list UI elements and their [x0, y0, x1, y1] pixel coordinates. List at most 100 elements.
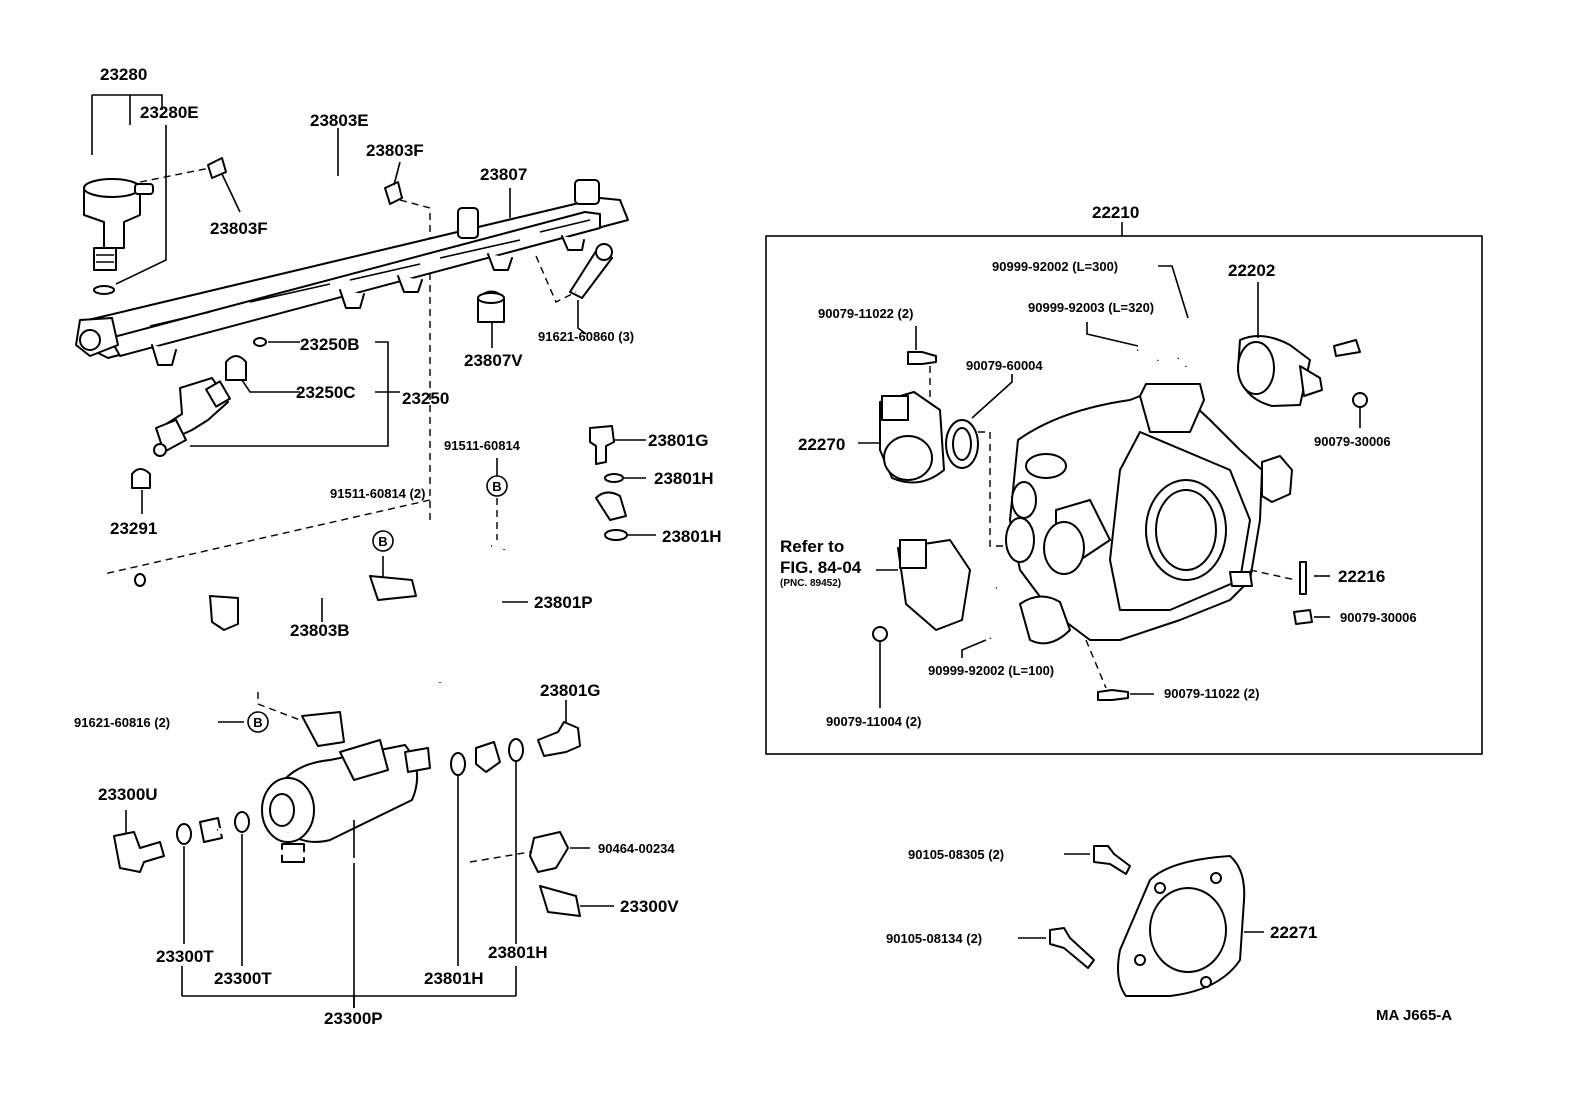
label-90079-60004: 90079-60004 — [966, 358, 1043, 373]
label-23291: 23291 — [110, 519, 157, 538]
hose-clip-23803f — [207, 157, 403, 205]
label-90999-92002-l300: 90999-92002 (L=300) — [992, 259, 1118, 274]
hoses-90999 — [1136, 335, 1195, 368]
label-refer-to: Refer to — [780, 537, 844, 556]
label-91621-60860: 91621-60860 (3) — [538, 329, 634, 344]
insulator-23807v — [477, 290, 505, 323]
union-bolt-23801g-bottom — [537, 721, 581, 757]
label-23801h-d: 23801H — [424, 969, 484, 988]
label-23803e: 23803E — [310, 111, 369, 130]
label-22216: 22216 — [1338, 567, 1385, 586]
label-refer-fig: FIG. 84-04 — [780, 558, 862, 577]
leader-dashed — [139, 167, 211, 183]
label-91621-60816: 91621-60816 (2) — [74, 715, 170, 730]
callout-b-2: B — [492, 479, 501, 494]
label-23250c: 23250C — [296, 383, 356, 402]
hose-90999-l100 — [977, 586, 998, 639]
leader — [241, 379, 300, 393]
pipe-23803b — [134, 573, 443, 683]
screw-90079-11004 — [872, 626, 888, 660]
leader — [971, 374, 1013, 419]
idle-valve-22202 — [1237, 335, 1323, 407]
label-91511-60814-a: 91511-60814 — [444, 438, 521, 453]
label-90079-11022-a: 90079-11022 (2) — [818, 306, 913, 321]
b-callouts — [247, 475, 508, 733]
label-23300t-a: 23300T — [156, 947, 214, 966]
label-23300u: 23300U — [98, 785, 158, 804]
leader — [961, 639, 987, 658]
label-90079-30006-a: 90079-30006 — [1314, 434, 1391, 449]
label-23300v: 23300V — [620, 897, 679, 916]
pressure-regulator — [83, 178, 154, 295]
screw — [1333, 339, 1361, 357]
bolt-91621-60860 — [569, 243, 613, 299]
label-90079-11022-b: 90079-11022 (2) — [1164, 686, 1259, 701]
gasket-23300t — [176, 823, 192, 845]
gasket-23801h — [604, 473, 624, 483]
label-23250b: 23250B — [300, 335, 360, 354]
label-23801g-b: 23801G — [540, 681, 601, 700]
label-91511-60814-b: 91511-60814 (2) — [330, 486, 425, 501]
label-23803f-a: 23803F — [366, 141, 424, 160]
gasket-23801h-c — [450, 752, 466, 776]
label-22270: 22270 — [798, 435, 845, 454]
leader-dashed — [535, 255, 577, 303]
bolt-90105-08305 — [1093, 845, 1131, 875]
label-23807: 23807 — [480, 165, 527, 184]
leader — [393, 161, 401, 186]
leader-dashed — [978, 431, 1010, 547]
union-bolt-23300u — [113, 831, 165, 873]
gasket-23300t-b — [234, 811, 250, 833]
box-22210 — [765, 235, 1483, 755]
label-23801p: 23801P — [534, 593, 593, 612]
label-90464-00234: 90464-00234 — [598, 841, 675, 856]
label-90105-08134: 90105-08134 (2) — [886, 931, 982, 946]
label-refer-pnc: (PNC. 89452) — [780, 578, 841, 589]
sensor-22270 — [879, 391, 945, 484]
screw-90079-11022 — [907, 351, 937, 365]
label-23280: 23280 — [100, 65, 147, 84]
stud-22216 — [1299, 561, 1307, 595]
throttle-body — [1005, 383, 1293, 645]
label-23300t-b: 23300T — [214, 969, 272, 988]
leader-dashed — [103, 499, 431, 575]
leader-dashed — [1249, 569, 1297, 581]
label-23807v: 23807V — [464, 351, 523, 370]
label-23801h-c: 23801H — [488, 943, 548, 962]
union-bolt-23801g-top — [589, 425, 615, 465]
leader — [1086, 322, 1139, 347]
fuel-hose-23803e — [233, 140, 375, 203]
label-23250: 23250 — [402, 389, 449, 408]
footer-code: MA J665-A — [1376, 1007, 1452, 1024]
leader-dashed — [257, 692, 301, 721]
gasket-23801h-d — [508, 738, 524, 762]
label-23801g-a: 23801G — [648, 431, 709, 450]
fuel-hose-23300v — [199, 817, 581, 917]
position-sensor — [897, 539, 971, 631]
clamp-90464 — [529, 831, 569, 873]
fuel-rail-23807 — [75, 179, 629, 366]
label-23803b: 23803B — [290, 621, 350, 640]
leader-dashed — [1085, 639, 1107, 689]
bracket-23250 — [190, 341, 389, 447]
label-90079-30006-b: 90079-30006 — [1340, 610, 1417, 625]
leader — [221, 173, 241, 213]
label-22210: 22210 — [1092, 203, 1139, 222]
gasket-23801h-b — [604, 529, 628, 541]
label-90999-92002-l100: 90999-92002 (L=100) — [928, 663, 1054, 678]
label-23801h-b: 23801H — [662, 527, 722, 546]
nut-90079-30006 — [1352, 392, 1368, 408]
callout-b-3: B — [253, 715, 262, 730]
callout-b-1: B — [378, 534, 387, 549]
label-23803f-b: 23803F — [210, 219, 268, 238]
label-23300p: 23300P — [324, 1009, 383, 1028]
injector-23250 — [153, 337, 267, 457]
fuel-filter-23300p — [261, 711, 431, 863]
bracket-23300p — [181, 966, 517, 1008]
return-pipe-23801p — [475, 491, 627, 773]
gasket-90079-60004 — [945, 419, 979, 469]
leader — [577, 300, 587, 335]
label-90999-92003-l320: 90999-92003 (L=320) — [1028, 300, 1154, 315]
